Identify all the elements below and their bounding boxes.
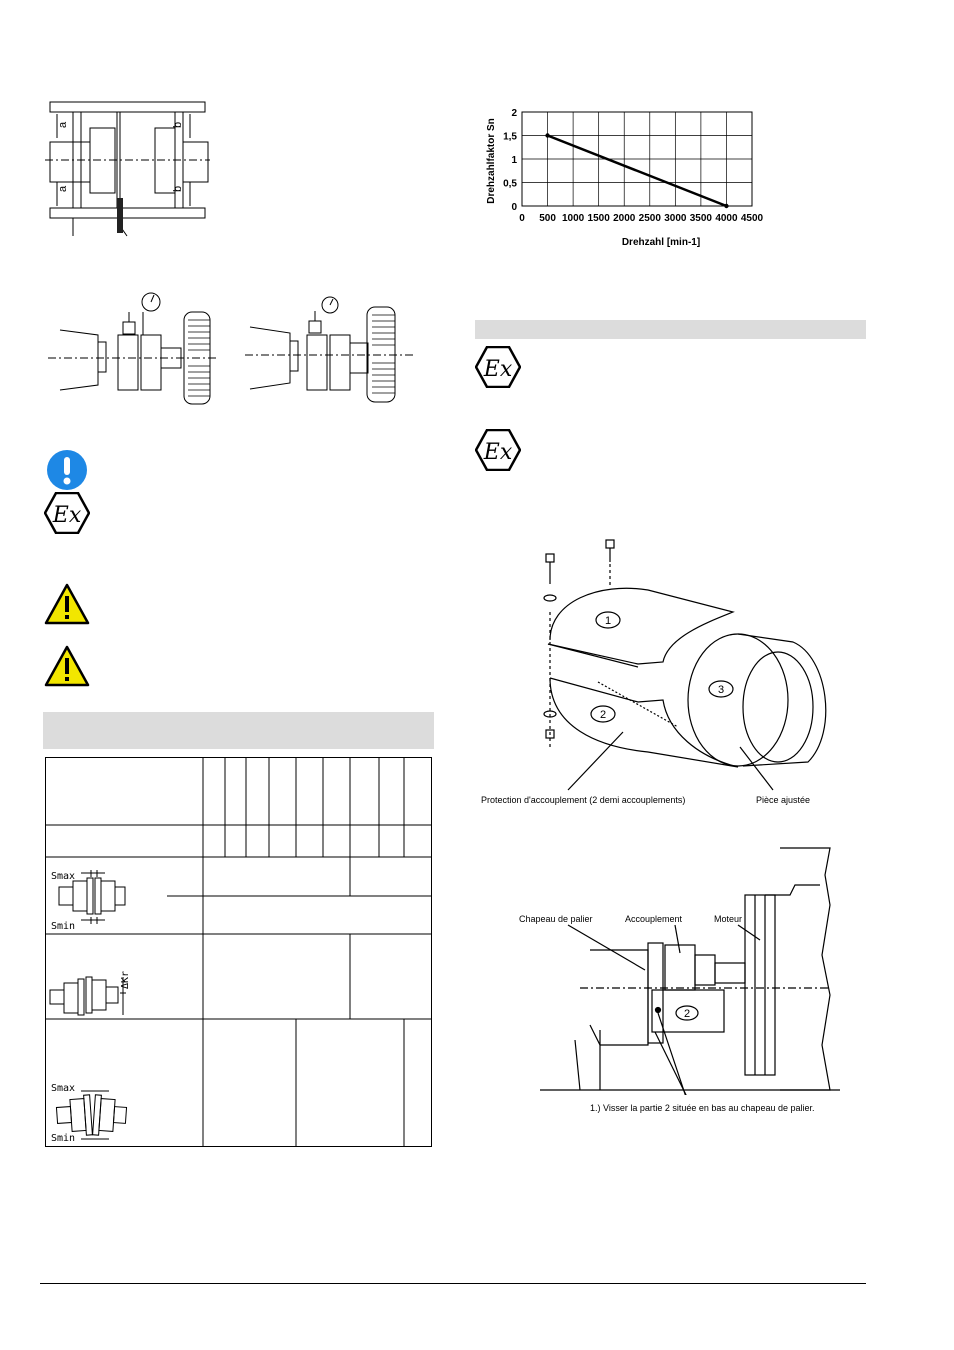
warning-triangle-icon	[44, 645, 90, 687]
coupling-label: Accouplement	[625, 914, 683, 924]
series-line-0	[547, 134, 727, 208]
warning-triangle-icon	[44, 583, 90, 625]
x-tick-label-3: 1500	[588, 213, 611, 224]
chart-series	[545, 133, 729, 209]
ex-hexagon-icon: Ex	[475, 429, 521, 471]
ex-hexagon-icon: Ex	[44, 492, 90, 534]
coupling-guard-diagram: 1 2 3	[478, 532, 838, 812]
y-tick-label-1: 0,5	[503, 179, 517, 190]
chart-axes	[521, 111, 753, 207]
y-tick-label-0: 0	[511, 202, 517, 213]
series-point-0-1	[724, 203, 729, 209]
x-tick-label-2: 1000	[562, 213, 585, 224]
label-b-bottom: b	[172, 186, 184, 192]
s-min-label-1: Smin	[51, 921, 75, 932]
assembly-part-number: 2	[684, 1008, 690, 1020]
delta-kr-label: ΔKr	[120, 971, 131, 989]
y-tick-label-4: 2	[511, 108, 517, 119]
x-tick-label-8: 4000	[715, 213, 738, 224]
x-tick-label-5: 2500	[639, 213, 662, 224]
assembly-caption: 1.) Visser la partie 2 située en bas au …	[590, 1103, 815, 1113]
label-b-top: b	[172, 122, 184, 128]
y-tick-label-3: 1,5	[503, 132, 517, 143]
x-tick-label-4: 2000	[613, 213, 636, 224]
s-min-label-2: Smin	[51, 1133, 75, 1144]
part-number-3: 3	[718, 684, 724, 696]
coupling-tolerance-table: Smax Smin ΔKr Smax Smin	[45, 757, 432, 1147]
bearing-cap-label: Chapeau de palier	[519, 914, 593, 924]
x-tick-label-1: 500	[539, 213, 556, 224]
info-circle-icon	[46, 449, 88, 491]
motor-label: Moteur	[714, 914, 743, 924]
chart-y-axis-label: Drehzahlfaktor Sn	[486, 118, 497, 204]
part-number-2: 2	[600, 709, 606, 721]
x-tick-label-6: 3000	[664, 213, 687, 224]
chart-grid	[521, 111, 753, 207]
svg-text:Ex: Ex	[483, 440, 513, 465]
ex-hexagon-icon: Ex	[475, 346, 521, 388]
svg-text:Ex: Ex	[483, 357, 513, 382]
alignment-diagram: a a b b	[45, 98, 210, 238]
fitted-part-caption: Pièce ajustée	[756, 795, 811, 805]
s-max-label-1: Smax	[51, 871, 75, 882]
label-a-top: a	[57, 121, 69, 128]
dial-indicator-diagram-2	[245, 295, 415, 410]
dial-indicator-diagram-1	[48, 290, 218, 410]
s-max-label-2: Smax	[51, 1083, 75, 1094]
label-a-bottom: a	[57, 185, 69, 192]
x-tick-label-0: 0	[519, 213, 525, 224]
chart-y-ticks: 0 0,5 1 1,5 2	[503, 108, 517, 213]
x-tick-label-7: 3500	[690, 213, 713, 224]
section-header-bar-right	[475, 320, 866, 339]
section-header-bar	[43, 712, 434, 749]
y-tick-label-2: 1	[511, 155, 517, 166]
part-number-1: 1	[605, 615, 611, 627]
svg-text:Ex: Ex	[52, 503, 82, 528]
footer-rule	[40, 1283, 866, 1284]
assembly-diagram: 2	[540, 845, 840, 1095]
x-tick-label-9: 4500	[741, 213, 764, 224]
chart-x-axis-label: Drehzahl [min-1]	[622, 237, 700, 248]
guard-caption: Protection d'accouplement (2 demi accoup…	[481, 795, 686, 805]
series-point-0-0	[545, 133, 550, 138]
plot-frame	[521, 111, 753, 207]
